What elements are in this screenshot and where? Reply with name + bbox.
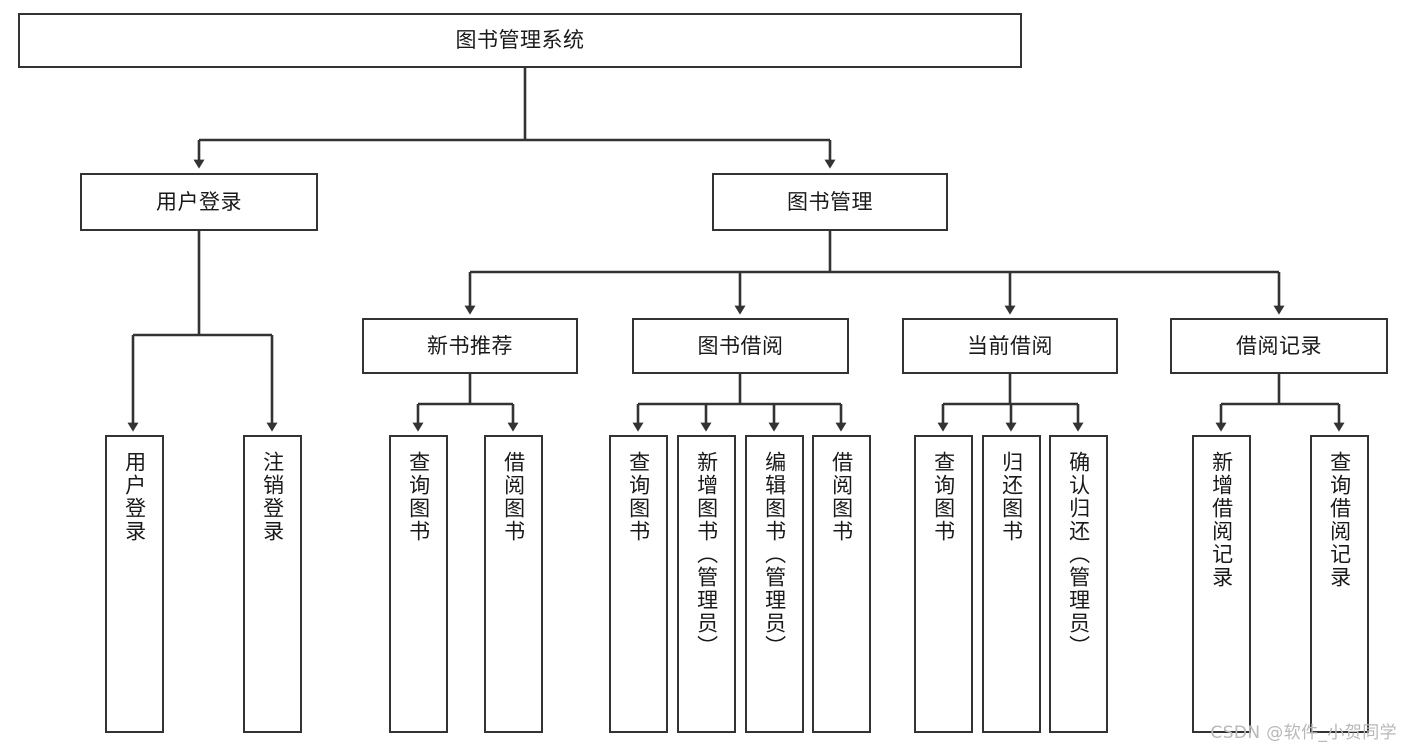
node-book-borrow-label: 图书借阅 xyxy=(697,333,784,358)
node-current-borrow-label: 当前借阅 xyxy=(967,333,1053,358)
leaf-query-book-borrow-label: 查询图书 xyxy=(626,451,651,543)
leaf-query-book-current-label: 查询图书 xyxy=(931,451,956,543)
leaf-query-book-current[interactable]: 查询图书 xyxy=(914,435,973,733)
leaf-borrow-book-recommend-label: 借阅图书 xyxy=(501,451,526,543)
node-borrow-record[interactable]: 借阅记录 xyxy=(1170,318,1388,374)
leaf-query-borrow-record[interactable]: 查询借阅记录 xyxy=(1310,435,1369,733)
node-root[interactable]: 图书管理系统 xyxy=(18,13,1022,68)
leaf-user-login[interactable]: 用户登录 xyxy=(105,435,164,733)
leaf-user-login-label: 用户登录 xyxy=(122,451,147,543)
leaf-logout-login[interactable]: 注销登录 xyxy=(243,435,302,733)
leaf-edit-book-admin[interactable]: 编辑图书（管理员） xyxy=(745,435,804,733)
node-book-management[interactable]: 图书管理 xyxy=(712,173,948,231)
leaf-logout-login-label: 注销登录 xyxy=(260,451,285,543)
node-book-borrow[interactable]: 图书借阅 xyxy=(632,318,849,374)
leaf-return-book-label: 归还图书 xyxy=(999,451,1024,543)
node-user-login[interactable]: 用户登录 xyxy=(80,173,318,231)
leaf-add-borrow-record[interactable]: 新增借阅记录 xyxy=(1192,435,1251,733)
node-root-label: 图书管理系统 xyxy=(455,28,585,53)
leaf-borrow-book-recommend[interactable]: 借阅图书 xyxy=(484,435,543,733)
node-borrow-record-label: 借阅记录 xyxy=(1236,333,1322,358)
leaf-add-book-admin[interactable]: 新增图书（管理员） xyxy=(677,435,736,733)
leaf-add-book-admin-label: 新增图书（管理员） xyxy=(694,451,719,658)
watermark: CSDN @软件_小贺同学 xyxy=(1210,723,1397,743)
node-book-management-label: 图书管理 xyxy=(787,189,873,214)
leaf-query-book-recommend-label: 查询图书 xyxy=(406,451,431,543)
leaf-add-borrow-record-label: 新增借阅记录 xyxy=(1209,451,1234,589)
node-new-book-recommend[interactable]: 新书推荐 xyxy=(362,318,578,374)
leaf-return-book[interactable]: 归还图书 xyxy=(982,435,1041,733)
leaf-borrow-book[interactable]: 借阅图书 xyxy=(812,435,871,733)
node-user-login-label: 用户登录 xyxy=(156,189,242,214)
leaf-edit-book-admin-label: 编辑图书（管理员） xyxy=(762,451,787,658)
node-new-book-recommend-label: 新书推荐 xyxy=(427,333,513,358)
leaf-confirm-return-admin[interactable]: 确认归还（管理员） xyxy=(1049,435,1108,733)
leaf-query-book-recommend[interactable]: 查询图书 xyxy=(389,435,448,733)
leaf-confirm-return-admin-label: 确认归还（管理员） xyxy=(1066,451,1091,658)
leaf-borrow-book-label: 借阅图书 xyxy=(829,451,854,543)
leaf-query-book-borrow[interactable]: 查询图书 xyxy=(609,435,668,733)
node-current-borrow[interactable]: 当前借阅 xyxy=(902,318,1118,374)
leaf-query-borrow-record-label: 查询借阅记录 xyxy=(1327,451,1352,589)
